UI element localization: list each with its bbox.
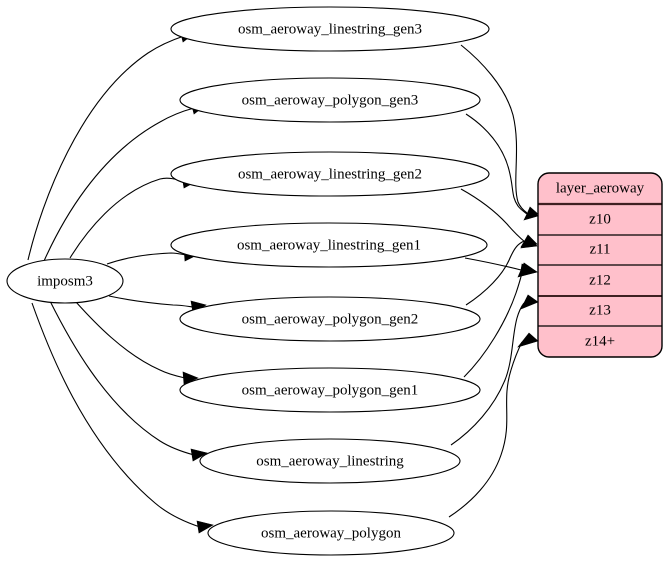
node-osm-aeroway-linestring-label: osm_aeroway_linestring: [256, 453, 404, 469]
table-row-z14plus-bg[interactable]: [538, 326, 662, 357]
edge-polygon-to-z14-to-z14plus: [448, 332, 539, 518]
node-osm-aeroway-polygon-gen2[interactable]: osm_aeroway_polygon_gen2: [179, 296, 481, 342]
edge-imposm3-to-polygon-gen1: [75, 301, 199, 385]
node-osm-aeroway-linestring-gen2-label: osm_aeroway_linestring_gen2: [238, 166, 422, 182]
edge-imposm3-to-polygon: [31, 302, 214, 534]
edge-imposm3-to-linestring-gen3: [27, 29, 197, 261]
node-imposm3-shape[interactable]: [6, 258, 124, 304]
node-osm-aeroway-polygon-label: osm_aeroway_polygon: [261, 525, 401, 541]
node-imposm3-label: imposm3: [37, 273, 93, 289]
edge-linestring-to-z13: [450, 294, 539, 446]
node-osm-aeroway-linestring-gen2[interactable]: osm_aeroway_linestring_gen2: [170, 151, 490, 197]
table-cell-z14plus: z14+: [585, 333, 615, 349]
node-osm-aeroway-polygon[interactable]: osm_aeroway_polygon: [207, 510, 455, 556]
edges-to-layer-aeroway: [448, 44, 539, 518]
edge-polygon-gen1-to-z12: [463, 262, 538, 378]
edge-polygon-gen2-to-z11: [465, 234, 538, 306]
table-outline: [537, 172, 663, 358]
table-cell-z10: z10: [589, 211, 611, 227]
table-cell-z11: z11: [589, 241, 610, 257]
table-header-label: layer_aeroway: [556, 180, 645, 196]
node-imposm3[interactable]: imposm3: [6, 258, 124, 304]
node-osm-aeroway-linestring-gen1[interactable]: osm_aeroway_linestring_gen1: [170, 222, 488, 268]
node-osm-aeroway-polygon-gen2-label: osm_aeroway_polygon_gen2: [242, 311, 419, 327]
node-osm-aeroway-linestring-gen3-shape[interactable]: [170, 6, 490, 52]
edge-linestring-gen3-to-z10: [460, 44, 539, 220]
edge-imposm3-to-linestring: [49, 300, 208, 462]
edge-polygon-gen3-to-z10: [465, 113, 539, 221]
node-osm-aeroway-polygon-gen3[interactable]: osm_aeroway_polygon_gen3: [179, 77, 481, 123]
node-osm-aeroway-polygon-gen1-shape[interactable]: [179, 367, 481, 413]
node-osm-aeroway-linestring-gen1-label: osm_aeroway_linestring_gen1: [237, 237, 421, 253]
table-row-z11-bg[interactable]: [538, 235, 662, 265]
node-osm-aeroway-polygon-gen3-label: osm_aeroway_polygon_gen3: [242, 92, 419, 108]
node-osm-aeroway-linestring-shape[interactable]: [199, 438, 461, 484]
node-osm-aeroway-linestring-gen2-shape[interactable]: [170, 151, 490, 197]
node-osm-aeroway-polygon-gen2-shape[interactable]: [179, 296, 481, 342]
node-layer-aeroway-table[interactable]: layer_aeroway z10 z11 z12 z13 z14+: [537, 172, 663, 358]
node-osm-aeroway-linestring[interactable]: osm_aeroway_linestring: [199, 438, 461, 484]
table-row-z10-bg[interactable]: [538, 204, 662, 235]
table-row-header-bg: [538, 173, 662, 204]
node-osm-aeroway-polygon-gen1[interactable]: osm_aeroway_polygon_gen1: [179, 367, 481, 413]
node-osm-aeroway-linestring-gen3-label: osm_aeroway_linestring_gen3: [238, 21, 422, 37]
table-cell-z13: z13: [589, 302, 611, 318]
table-cell-z12: z12: [589, 272, 611, 288]
node-osm-aeroway-linestring-gen3[interactable]: osm_aeroway_linestring_gen3: [170, 6, 490, 52]
table-row-z13-bg[interactable]: [538, 296, 662, 326]
node-osm-aeroway-linestring-gen1-shape[interactable]: [170, 222, 488, 268]
node-osm-aeroway-polygon-gen1-label: osm_aeroway_polygon_gen1: [242, 382, 419, 398]
node-osm-aeroway-polygon-shape[interactable]: [207, 510, 455, 556]
node-osm-aeroway-polygon-gen3-shape[interactable]: [179, 77, 481, 123]
table-row-z12-bg[interactable]: [538, 265, 662, 296]
